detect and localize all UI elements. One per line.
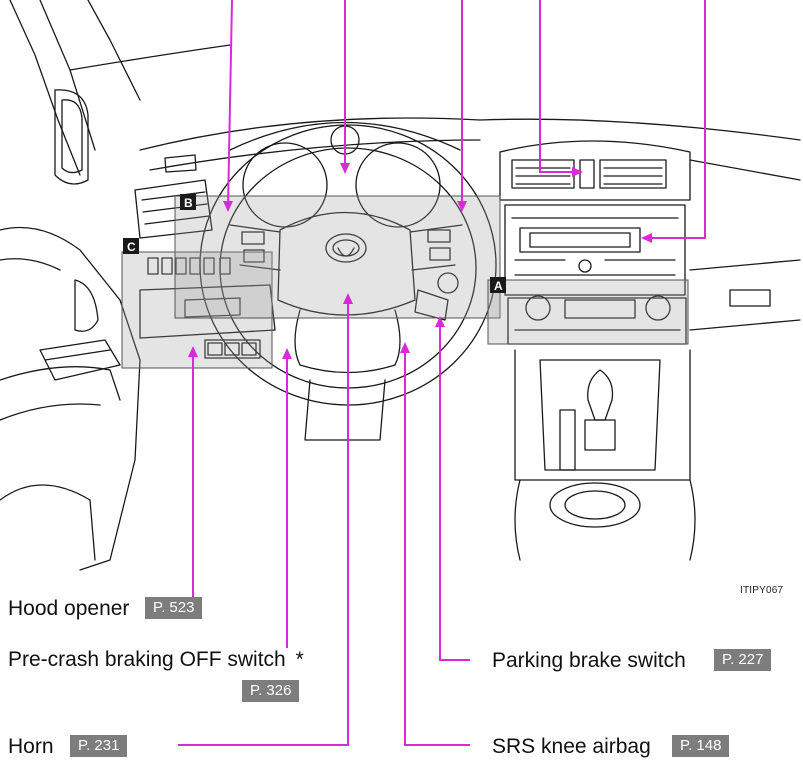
region-c-highlight: [121, 251, 273, 369]
horn-label: Horn: [8, 735, 54, 758]
region-key-a: A: [490, 277, 506, 293]
hood-opener-label: Hood opener: [8, 597, 130, 620]
region-key-a-label: A: [494, 279, 503, 293]
leader-top-1: [227, 0, 233, 209]
region-key-c-label: C: [127, 240, 136, 254]
leader-top-5: [645, 0, 706, 239]
precrash-footnote-marker: *: [295, 648, 304, 671]
region-key-b: B: [180, 194, 196, 210]
illustration-code: ITIPY067: [740, 585, 784, 596]
hood-opener-page-ref[interactable]: P. 523: [145, 597, 203, 619]
parking-brake-label: Parking brake switch: [492, 649, 686, 672]
leader-horn: [178, 297, 349, 746]
srs-knee-airbag-page-ref[interactable]: P. 148: [672, 735, 730, 757]
region-b-highlight: [174, 195, 501, 319]
region-a-highlight: [487, 279, 689, 345]
precrash-switch-text: Pre-crash braking OFF switch: [8, 648, 286, 671]
horn-page-ref[interactable]: P. 231: [70, 735, 128, 757]
parking-brake-page-ref[interactable]: P. 227: [714, 649, 772, 671]
srs-knee-airbag-label: SRS knee airbag: [492, 735, 651, 758]
leader-top-4: [539, 0, 578, 173]
precrash-switch-page-ref[interactable]: P. 326: [242, 680, 300, 702]
region-key-b-label: B: [184, 196, 193, 210]
precrash-switch-label: Pre-crash braking OFF switch *: [8, 648, 304, 672]
region-key-c: C: [123, 238, 139, 254]
leader-srs-knee: [404, 346, 470, 746]
leader-parking-brake: [439, 320, 470, 661]
